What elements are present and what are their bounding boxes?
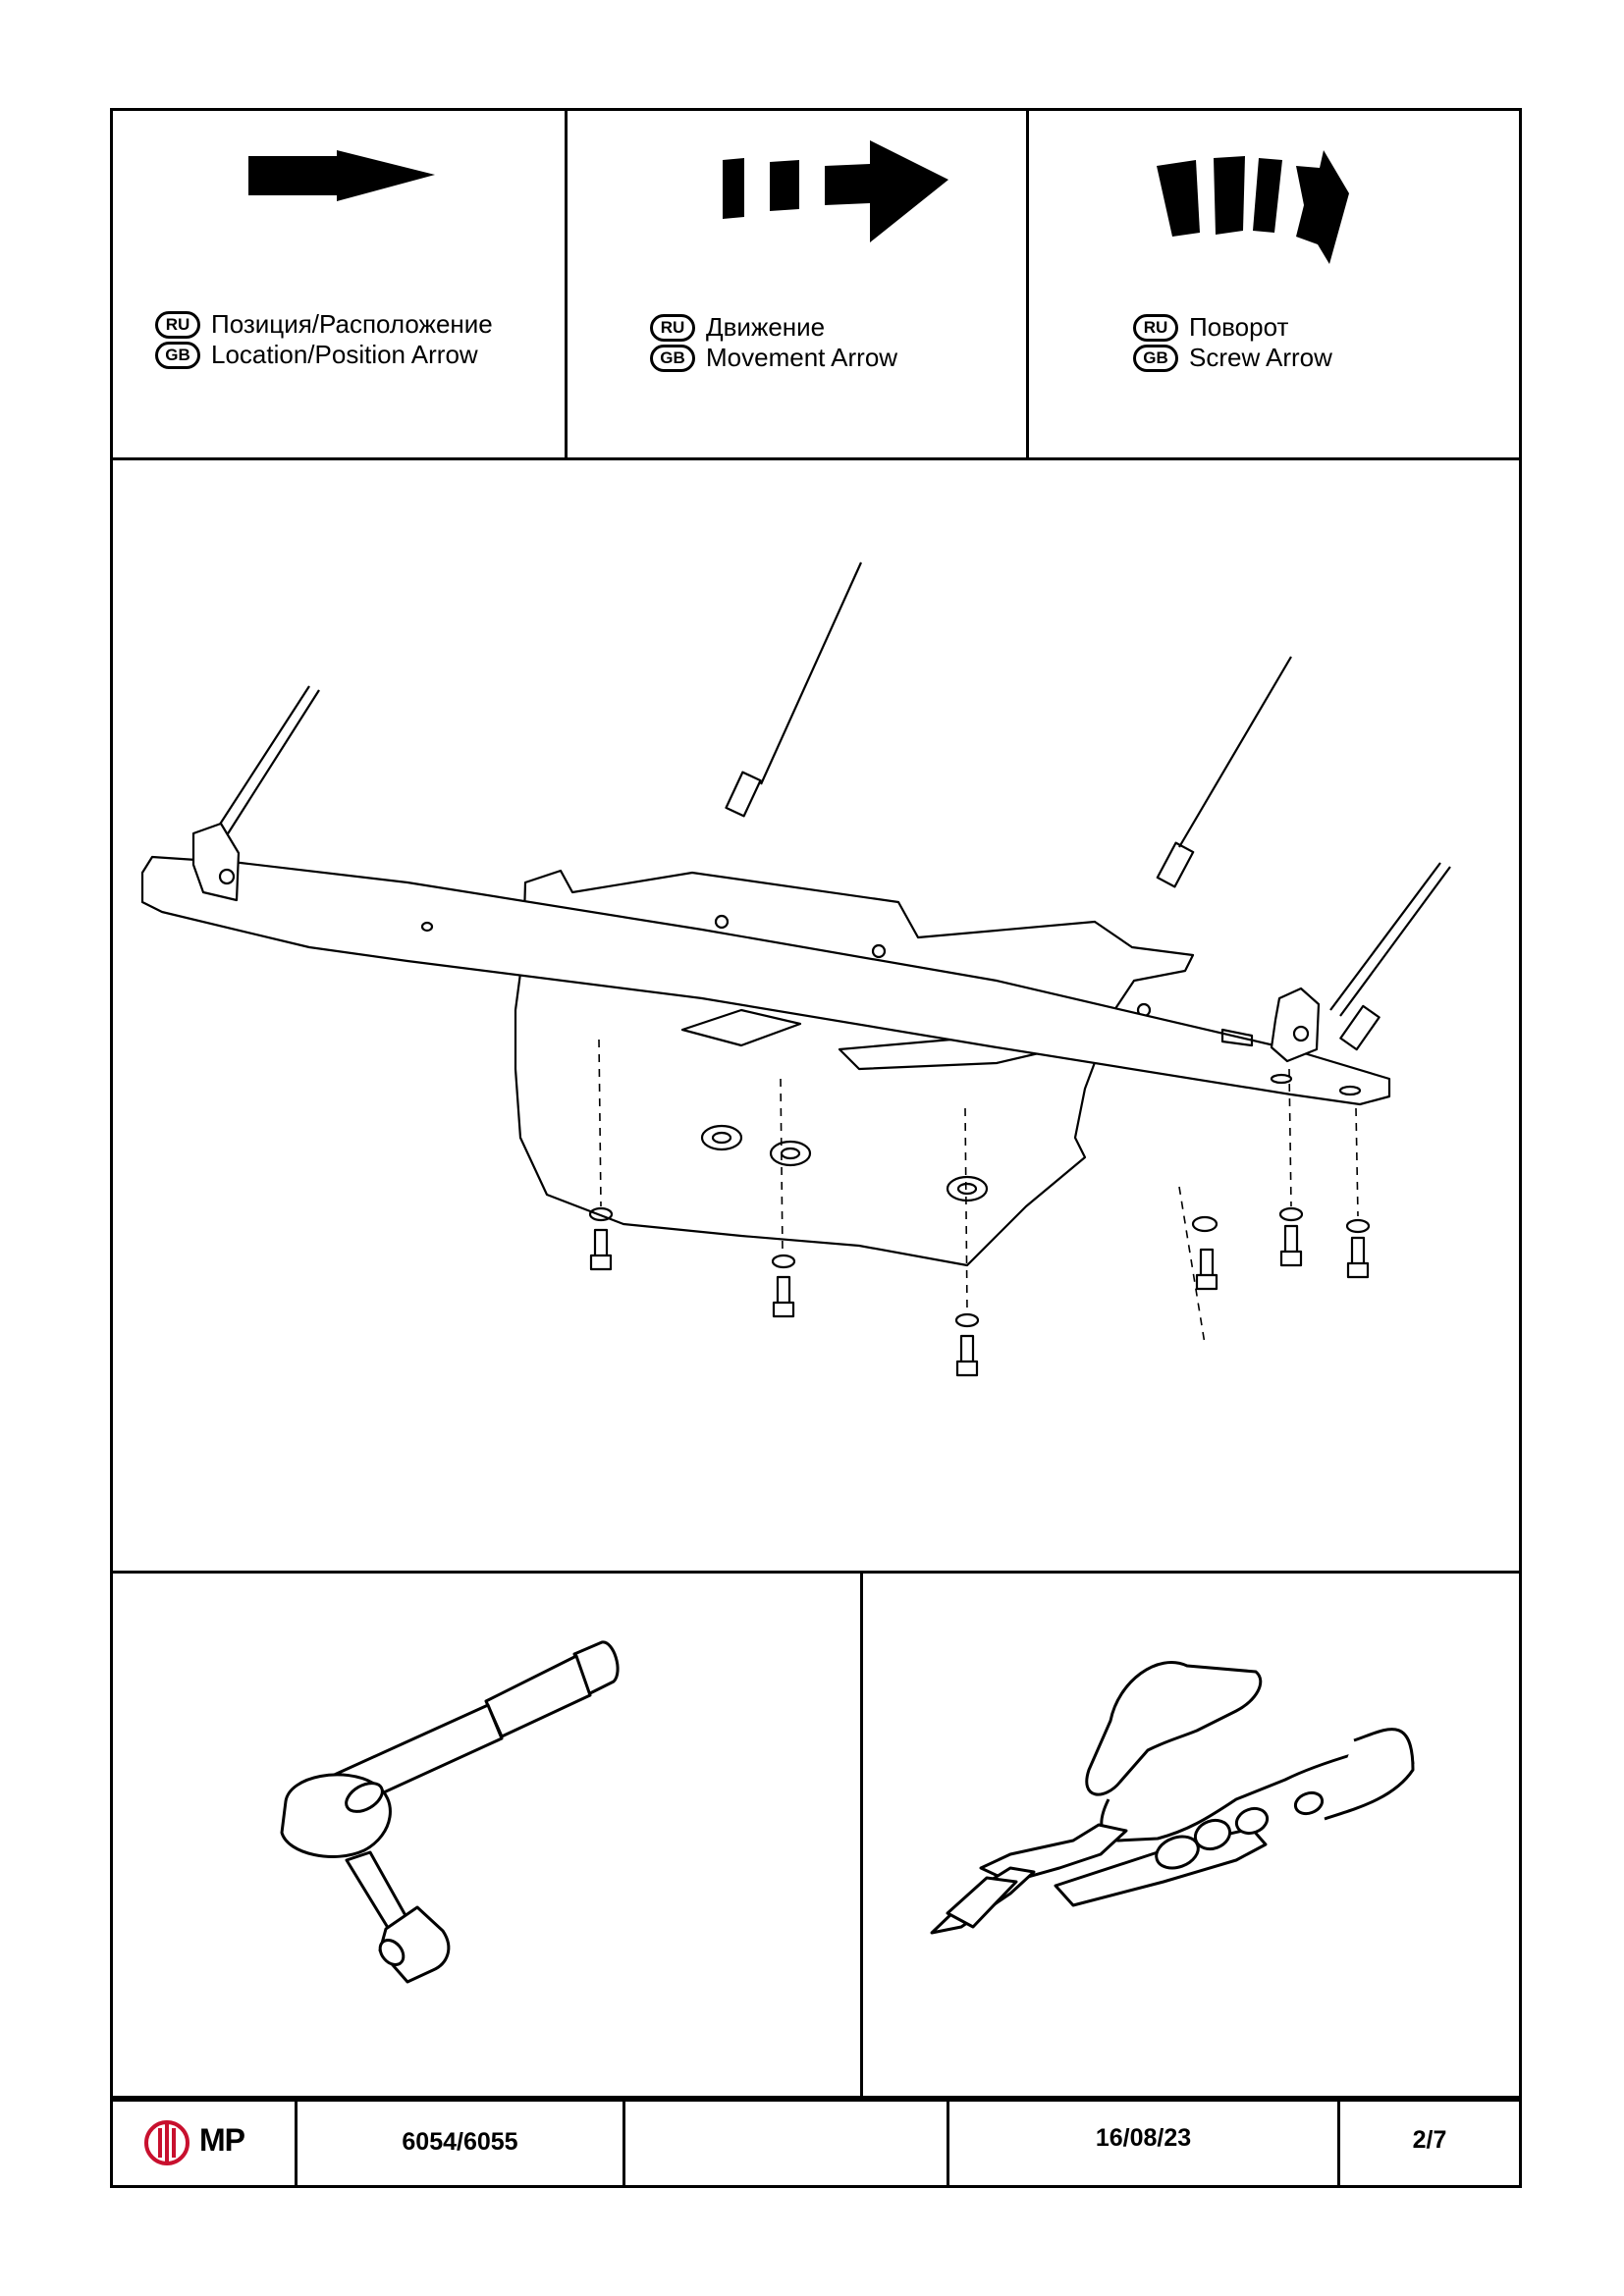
logo-text: MP [199,2122,245,2158]
lang-badge-ru: RU [650,313,695,342]
diagram-bottom-rule [110,1571,1522,1574]
tool-cell-ratchet [113,1574,860,2096]
lang-badge-gb: GB [155,341,200,369]
right-bracket [1270,987,1321,1063]
lang-badge-ru: RU [1133,313,1178,342]
footer-divider-4 [1337,2099,1340,2188]
lang-badge-gb: GB [1133,344,1178,372]
revision-date: 16/08/23 [1095,2124,1192,2152]
legend-location-gb: Location/Position Arrow [211,340,478,369]
mp-logo-icon [144,2120,189,2165]
location-arrow-icon [248,150,435,201]
footer-divider-1 [295,2099,298,2188]
lang-badge-gb: GB [650,344,695,372]
washer-icon [588,1206,1371,1328]
wire-tie-icon [1329,862,1451,1051]
wire-cutter-icon [930,1661,1415,1935]
crossbar [140,855,1391,1106]
left-bracket [191,822,241,902]
bolt-icon [589,1224,1370,1377]
lang-badge-ru: RU [155,310,200,339]
wire-tie-icon [725,561,863,818]
article-number: 6054/6055 [402,2128,518,2156]
tools-divider [860,1571,863,2099]
screw-arrow-icon [1157,150,1349,264]
legend-cell-location: RU Позиция/Расположение GB Location/Positi… [113,111,565,457]
footer-divider-3 [947,2099,949,2188]
footer-logo-cell: MP [113,2099,295,2188]
assembly-diagram-panel [113,460,1519,1571]
page-frame [110,108,1522,2188]
skid-plate-assembly-diagram [140,561,1451,1377]
legend-divider-2 [1026,108,1029,458]
page-number: 2/7 [1412,2126,1447,2154]
footer-divider-2 [623,2099,625,2188]
legend-movement-gb: Movement Arrow [706,343,898,372]
ratchet-wrench-icon [280,1640,620,1984]
legend-bottom-rule [110,457,1522,460]
legend-screw-gb: Screw Arrow [1189,343,1332,372]
legend-divider-1 [565,108,568,458]
wire-tie-icon [1156,656,1292,888]
footer-top-rule [110,2096,1522,2102]
legend-screw-ru: Поворот [1189,312,1289,342]
legend-cell-movement: RU Движение GB Movement Arrow [568,111,1026,457]
legend-location-ru: Позиция/Расположение [211,309,493,339]
movement-arrow-icon [723,140,948,242]
tool-cell-cutter [863,1574,1519,2096]
legend-movement-ru: Движение [706,312,826,342]
legend-cell-screw: RU Поворот GB Screw Arrow [1029,111,1519,457]
